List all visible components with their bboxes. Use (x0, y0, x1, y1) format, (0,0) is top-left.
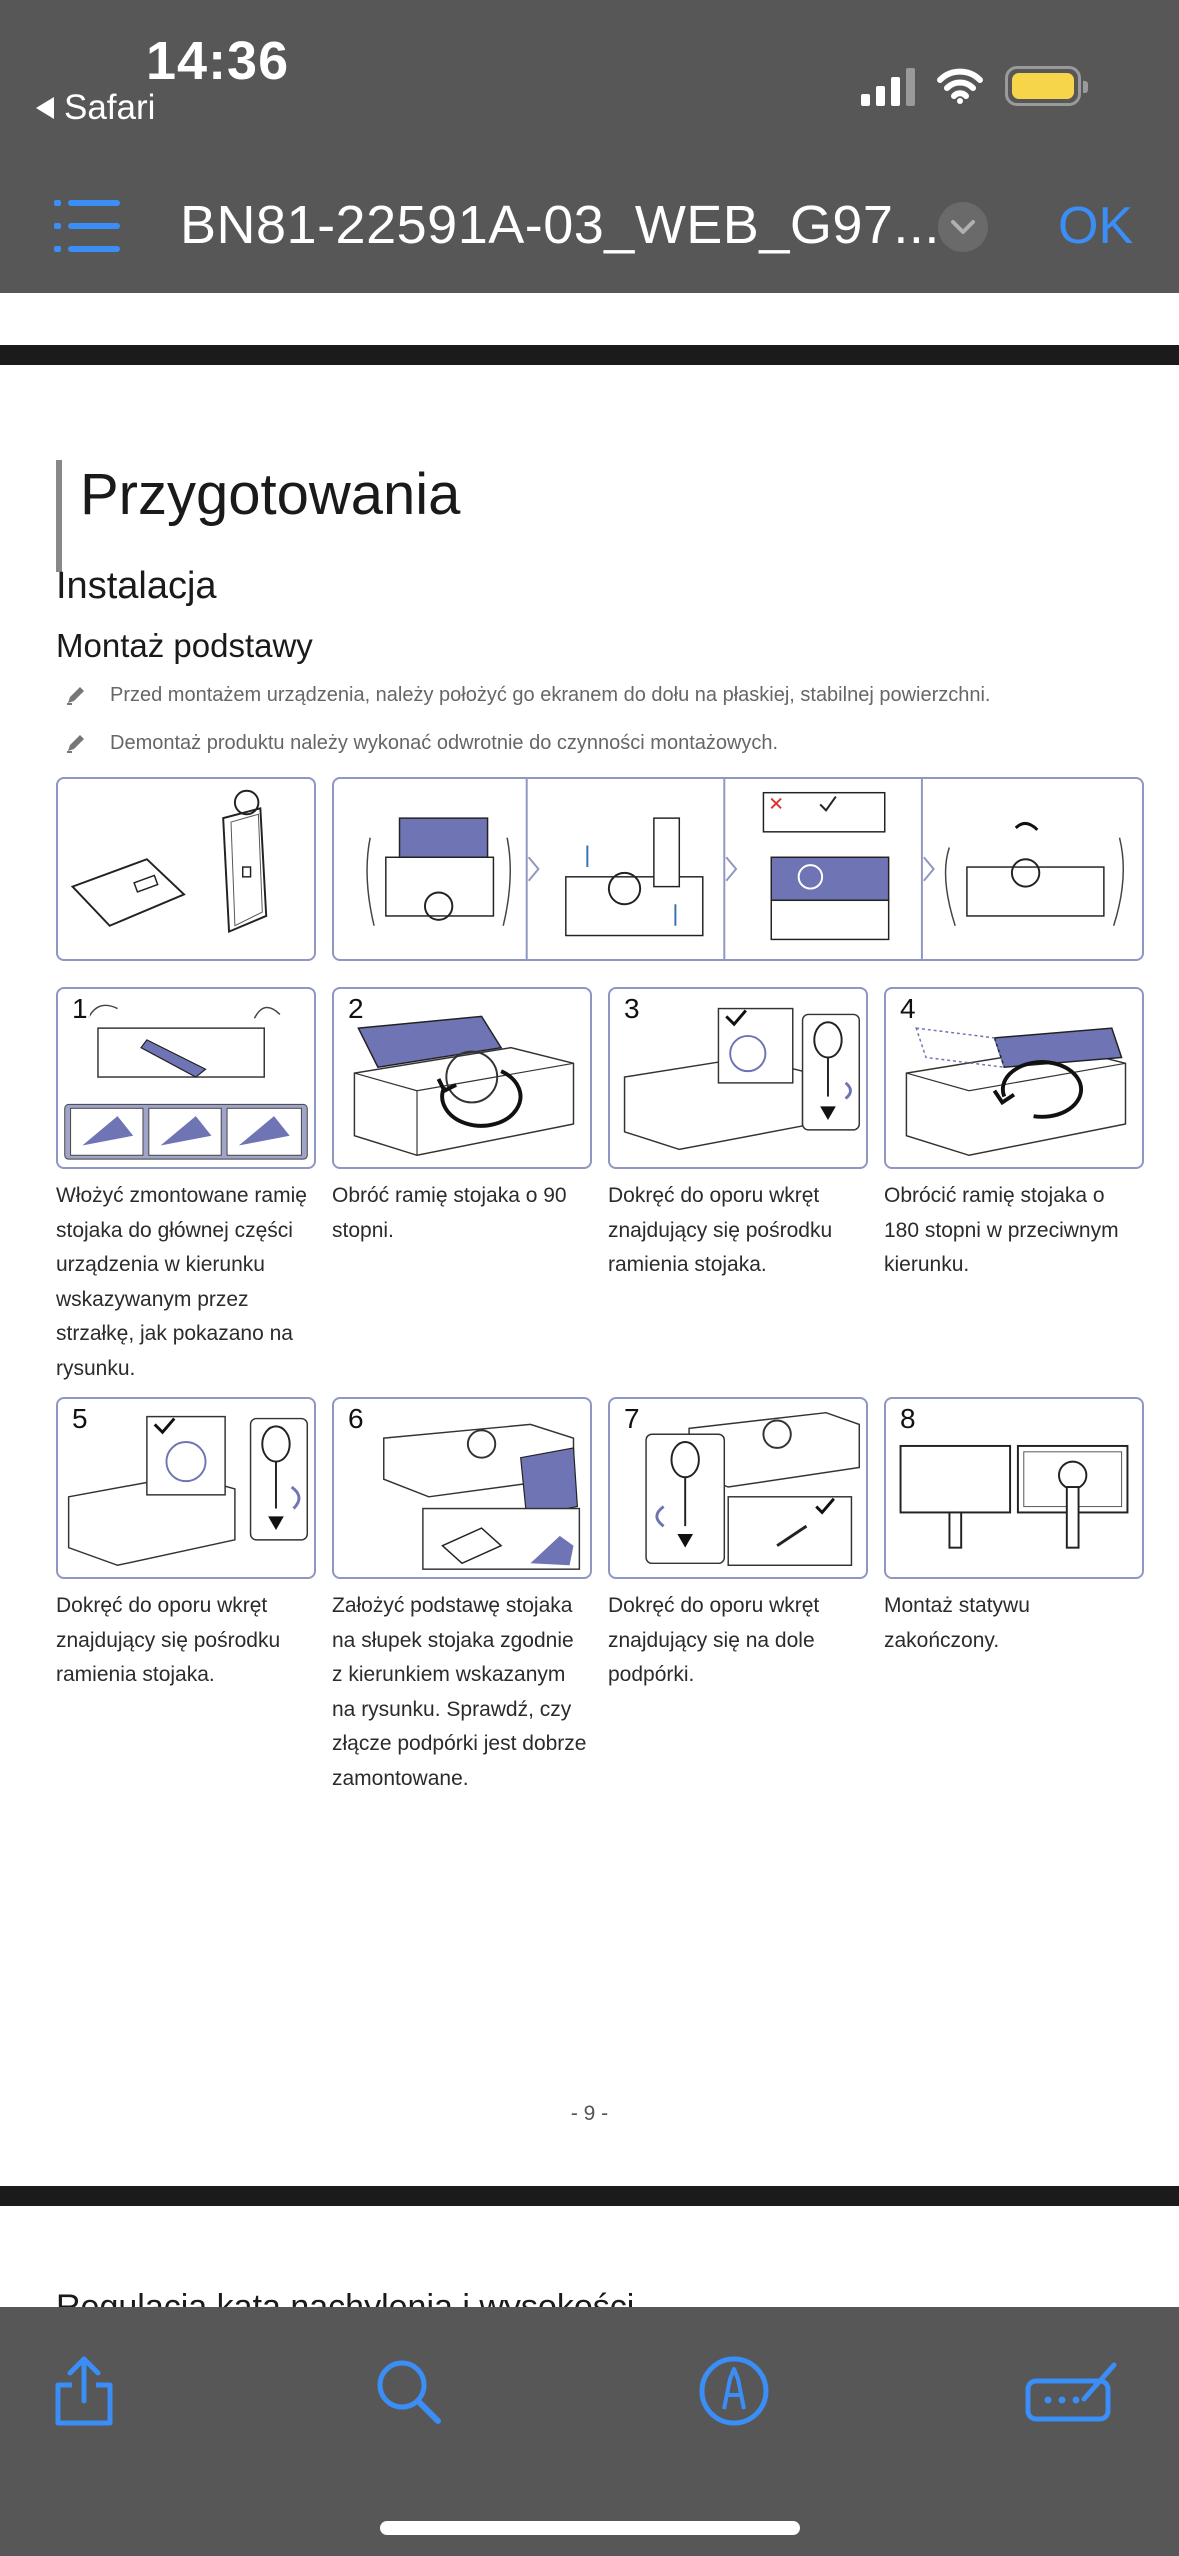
step-figure-8: 8 (884, 1397, 1144, 1579)
page-number: - 9 - (570, 2102, 609, 2125)
step-number: 6 (346, 1403, 366, 1435)
battery-icon (1005, 66, 1088, 106)
home-indicator[interactable] (380, 2521, 800, 2535)
document-title[interactable]: BN81-22591A-03_WEB_G97... (180, 195, 940, 255)
step-figure-7: 7 (608, 1397, 868, 1579)
step-7-illustration (645, 1411, 861, 1566)
step-text: Dokręć do oporu wkręt znajdujący się poś… (608, 1184, 833, 1276)
wifi-icon (937, 68, 983, 104)
status-icons (861, 66, 1088, 106)
subsection-heading: Montaż podstawy (56, 627, 313, 664)
list-icon[interactable] (54, 200, 120, 252)
step-number: 2 (346, 993, 366, 1025)
note-text: Demontaż produktu należy wykonać odwrotn… (110, 731, 779, 754)
step-number: 5 (70, 1403, 90, 1435)
step-3-illustration (623, 1007, 861, 1151)
stand-parts-illustration (70, 789, 268, 934)
chevron-down-icon[interactable] (938, 202, 988, 252)
back-to-app-button[interactable]: Safari (36, 88, 155, 128)
step-figure-3: 3 (608, 987, 868, 1169)
step-figure-2: 2 (332, 987, 592, 1169)
back-arrow-icon (36, 97, 54, 119)
search-icon[interactable] (368, 2351, 448, 2431)
cellular-signal-icon (861, 66, 915, 106)
step-figure-1: 1 (56, 987, 316, 1169)
note-text: Przed montażem urządzenia, należy położy… (110, 683, 991, 706)
preparation-steps-illustration (366, 779, 1125, 959)
step-text: Montaż statywu zakończony. (884, 1594, 1030, 1652)
form-fill-icon[interactable] (1024, 2351, 1120, 2431)
figure-overview (332, 777, 1144, 961)
step-number: 8 (898, 1403, 918, 1435)
step-number: 4 (898, 993, 918, 1025)
markup-icon[interactable] (694, 2351, 774, 2431)
step-8-illustration (899, 1444, 1129, 1549)
step-4-illustration (905, 1027, 1127, 1157)
note-item: Demontaż produktu należy wykonać odwrotn… (64, 731, 778, 755)
step-text: Założyć podstawę stojaka na słupek stoja… (332, 1594, 587, 1790)
top-bar: 14:36 Safari BN81-22591A-03_WEB_G97... O… (0, 0, 1179, 293)
page-heading: Przygotowania (80, 462, 461, 527)
done-button[interactable]: OK (1058, 197, 1134, 255)
status-time: 14:36 (146, 31, 290, 91)
bottom-toolbar (0, 2307, 1179, 2556)
step-number: 7 (622, 1403, 642, 1435)
page-separator (0, 345, 1179, 365)
step-text: Dokręć do oporu wkręt znajdujący się na … (608, 1594, 820, 1686)
step-text: Dokręć do oporu wkręt znajdujący się poś… (56, 1594, 281, 1686)
step-text: Obróć ramię stojaka o 90 stopni. (332, 1184, 567, 1242)
section-heading: Instalacja (56, 565, 217, 607)
page-separator (0, 2186, 1179, 2206)
figure-parts (56, 777, 316, 961)
document-page: Przygotowania Instalacja Montaż podstawy… (0, 365, 1179, 2185)
step-6-illustration (383, 1423, 581, 1570)
step-text: Obrócić ramię stojaka o 180 stopni w prz… (884, 1184, 1119, 1276)
step-figure-4: 4 (884, 987, 1144, 1169)
pencil-icon (67, 687, 84, 705)
document-viewer[interactable]: Przygotowania Instalacja Montaż podstawy… (0, 293, 1179, 2326)
step-number: 3 (622, 993, 642, 1025)
back-app-label: Safari (64, 88, 156, 127)
step-5-illustration (67, 1415, 309, 1567)
note-item: Przed montażem urządzenia, należy położy… (64, 683, 990, 707)
share-icon[interactable] (44, 2351, 124, 2431)
step-number: 1 (70, 993, 90, 1025)
step-figure-6: 6 (332, 1397, 592, 1579)
heading-block: Przygotowania (56, 460, 460, 572)
pencil-icon (67, 735, 84, 753)
step-1-illustration (64, 1004, 308, 1160)
step-figure-5: 5 (56, 1397, 316, 1579)
step-2-illustration (353, 1015, 575, 1157)
step-text: Włożyć zmontowane ramię stojaka do główn… (56, 1184, 307, 1380)
